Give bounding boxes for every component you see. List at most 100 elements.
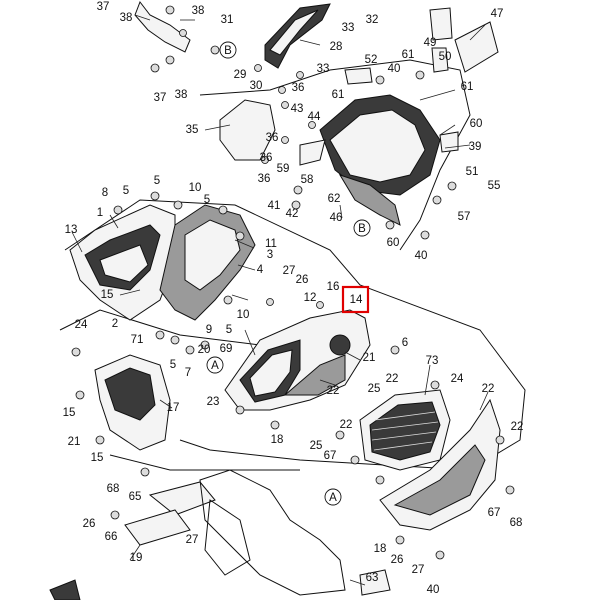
callout-markers: A A B B (206, 41, 371, 506)
callout-B-mid (353, 219, 371, 237)
part-label: 24 (75, 319, 88, 331)
part-label: 36 (260, 152, 273, 164)
part-label: 27 (412, 564, 425, 576)
part-label: 62 (328, 193, 341, 205)
part-label: 1 (97, 207, 103, 219)
lower-frame (49, 469, 391, 600)
part-label: 40 (415, 250, 428, 262)
part-label: 25 (310, 440, 323, 452)
part-label: 36 (258, 173, 271, 185)
part-label: 31 (221, 14, 234, 26)
callout-A-left (206, 356, 224, 374)
part-label: 55 (488, 180, 501, 192)
part-label: 44 (308, 111, 321, 123)
callout-B-mid-label: B (358, 223, 366, 235)
part-number-labels: 37 38 31 32 33 47 38 28 49 50 37 38 29 3… (63, 1, 524, 596)
part-label: 30 (250, 80, 263, 92)
inner-brace (159, 204, 256, 321)
radiator-grille (359, 389, 451, 471)
highlighted-part-label: 14 (350, 294, 363, 306)
part-label: 5 (170, 359, 176, 371)
part-label: 61 (402, 49, 415, 61)
part-label: 35 (186, 124, 199, 136)
part-label: 36 (266, 132, 279, 144)
part-label: 63 (366, 572, 379, 584)
part-label: 33 (342, 22, 355, 34)
part-label: 33 (317, 63, 330, 75)
upper-center-bracket (264, 3, 331, 69)
part-label: 32 (366, 14, 379, 26)
callout-B-top-label: B (224, 45, 232, 57)
part-label: 42 (286, 208, 299, 220)
part-label: 5 (226, 324, 232, 336)
part-label: 29 (234, 69, 247, 81)
part-label: 18 (271, 434, 284, 446)
part-label: 23 (207, 396, 220, 408)
part-label: 16 (327, 281, 340, 293)
part-label: 41 (268, 200, 281, 212)
part-label: 71 (131, 334, 144, 346)
left-bracket-35 (219, 99, 276, 161)
part-label: 27 (283, 265, 296, 277)
center-fairing (224, 309, 371, 411)
upper-middle-assembly (299, 67, 459, 226)
part-label: 60 (470, 118, 483, 130)
part-label: 20 (198, 344, 211, 356)
part-label: 2 (112, 318, 118, 330)
part-label: 40 (388, 63, 401, 75)
part-label: 39 (469, 141, 482, 153)
part-label: 5 (154, 175, 160, 187)
part-label: 21 (363, 352, 376, 364)
part-label: 22 (511, 421, 524, 433)
part-label: 22 (386, 373, 399, 385)
callout-A-left-label: A (211, 360, 219, 372)
fasteners (71, 45, 515, 560)
part-label: 12 (304, 292, 317, 304)
part-label: 28 (330, 41, 343, 53)
leader-lines (71, 14, 489, 586)
part-label: 36 (292, 82, 305, 94)
part-label: 52 (365, 54, 378, 66)
part-label: 19 (130, 552, 143, 564)
part-label: 59 (277, 163, 290, 175)
callout-B-top (219, 41, 237, 59)
part-label: 37 (97, 1, 110, 13)
part-label: 26 (391, 554, 404, 566)
part-label: 22 (482, 383, 495, 395)
part-label: 69 (220, 343, 233, 355)
callout-A-right-label: A (329, 492, 337, 504)
part-label: 61 (461, 81, 474, 93)
upper-left-bracket (134, 0, 191, 53)
part-label: 25 (368, 383, 381, 395)
part-label: 67 (488, 507, 501, 519)
part-label: 8 (102, 187, 108, 199)
part-label: 37 (154, 92, 167, 104)
part-label: 68 (107, 483, 120, 495)
right-lower-cowl (379, 398, 501, 531)
left-cowling-panel (69, 204, 176, 321)
part-label: 15 (91, 452, 104, 464)
part-label: 22 (327, 385, 340, 397)
part-label: 38 (175, 89, 188, 101)
part-label: 4 (257, 264, 264, 276)
part-label: 9 (206, 324, 212, 336)
part-label: 24 (451, 373, 464, 385)
part-label: 38 (120, 12, 133, 24)
left-lower-panel (94, 354, 171, 451)
part-label: 51 (466, 166, 479, 178)
part-label: 26 (83, 518, 96, 530)
part-label: 66 (105, 531, 118, 543)
part-label: 3 (267, 249, 273, 261)
part-label: 11 (265, 238, 277, 250)
part-label: 10 (237, 309, 250, 321)
part-label: 73 (426, 355, 439, 367)
part-label: 50 (439, 51, 452, 63)
part-label: 5 (123, 185, 129, 197)
part-label: 65 (129, 491, 142, 503)
part-label: 13 (65, 224, 78, 236)
part-label: 21 (68, 436, 81, 448)
part-label: 68 (510, 517, 523, 529)
part-label: 57 (458, 211, 471, 223)
part-label: 27 (186, 534, 199, 546)
